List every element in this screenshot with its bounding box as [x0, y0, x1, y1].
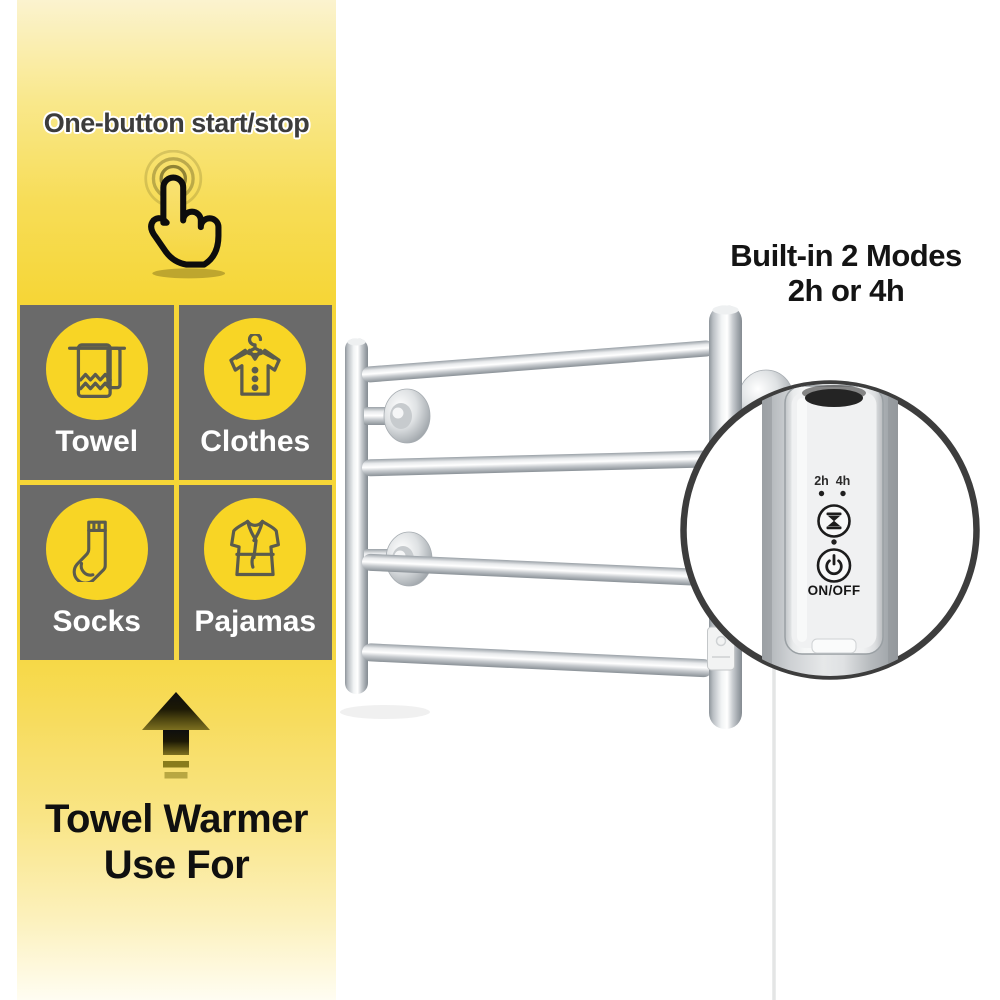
modes-line2: 2h or 4h [787, 273, 905, 308]
power-icon [825, 554, 843, 576]
rail-3 [361, 553, 714, 587]
left-post [345, 338, 368, 694]
hourglass-timer-icon [826, 512, 842, 530]
tile-pajamas: Pajamas [178, 485, 332, 660]
tile-clothes: Clothes [178, 305, 332, 480]
use-for-grid: Towel Clothes [20, 305, 332, 660]
rail-2 [361, 450, 714, 477]
upper-flange-highlight [392, 407, 404, 419]
tile-circle [204, 498, 307, 600]
modes-callout: Built-in 2 Modes 2h or 4h [700, 238, 992, 308]
caption-line2: Use For [103, 843, 250, 887]
clothes-icon [229, 334, 281, 396]
mode-4h-led [840, 490, 846, 497]
up-arrow-svg [142, 692, 210, 779]
tile-label: Towel [55, 425, 139, 458]
power-button [816, 548, 852, 583]
tile-circle [204, 318, 307, 420]
post-edge-right [888, 384, 898, 676]
hand-shadow [152, 268, 226, 279]
mode-2h-led [818, 490, 825, 497]
tile-circle [45, 318, 148, 420]
panel-bottom-tab [811, 638, 857, 654]
post-edge-left [762, 384, 772, 676]
pajamas-icon [230, 519, 281, 577]
left-post-cap [347, 338, 366, 346]
mode-2h-label: 2h [814, 474, 829, 488]
tile-label: Socks [52, 605, 141, 638]
tile-circle [45, 498, 148, 600]
left-banner: One-button start/stop [17, 0, 336, 1000]
status-led [831, 539, 837, 545]
arrow-dash [163, 761, 189, 768]
panel-highlight [797, 398, 807, 642]
arrow-head [142, 692, 210, 730]
timer-button [817, 504, 851, 538]
on-off-label: ON/OFF [808, 583, 861, 598]
rail-4 [361, 643, 713, 678]
modes-line1: Built-in 2 Modes [730, 238, 962, 273]
tile-label: Pajamas [194, 605, 317, 638]
caption-line1: Towel Warmer [45, 797, 308, 841]
tap-hand-svg [144, 149, 226, 279]
power-module-detail [715, 635, 727, 647]
rack-shadow [340, 705, 430, 719]
banner-title: One-button start/stop [43, 108, 310, 138]
right-post-cap [712, 305, 739, 315]
socks-icon [72, 520, 107, 582]
mode-4h-label: 4h [836, 474, 851, 488]
towel-icon [67, 343, 126, 398]
panel-top-opening [805, 389, 863, 407]
up-arrow-icon [140, 690, 212, 782]
rail-1 [361, 340, 714, 383]
tap-hand-icon [129, 149, 244, 282]
tile-towel: Towel [20, 305, 174, 480]
tile-label: Clothes [200, 425, 311, 458]
pointing-hand [148, 174, 222, 268]
magnified-control-panel: 2h 4h ON/OFF [762, 384, 898, 676]
arrow-shaft [163, 730, 189, 755]
tile-socks: Socks [20, 485, 174, 660]
arrow-dash [164, 772, 188, 779]
towel-rack [340, 305, 794, 1000]
banner-caption: Towel Warmer Use For [17, 796, 336, 888]
